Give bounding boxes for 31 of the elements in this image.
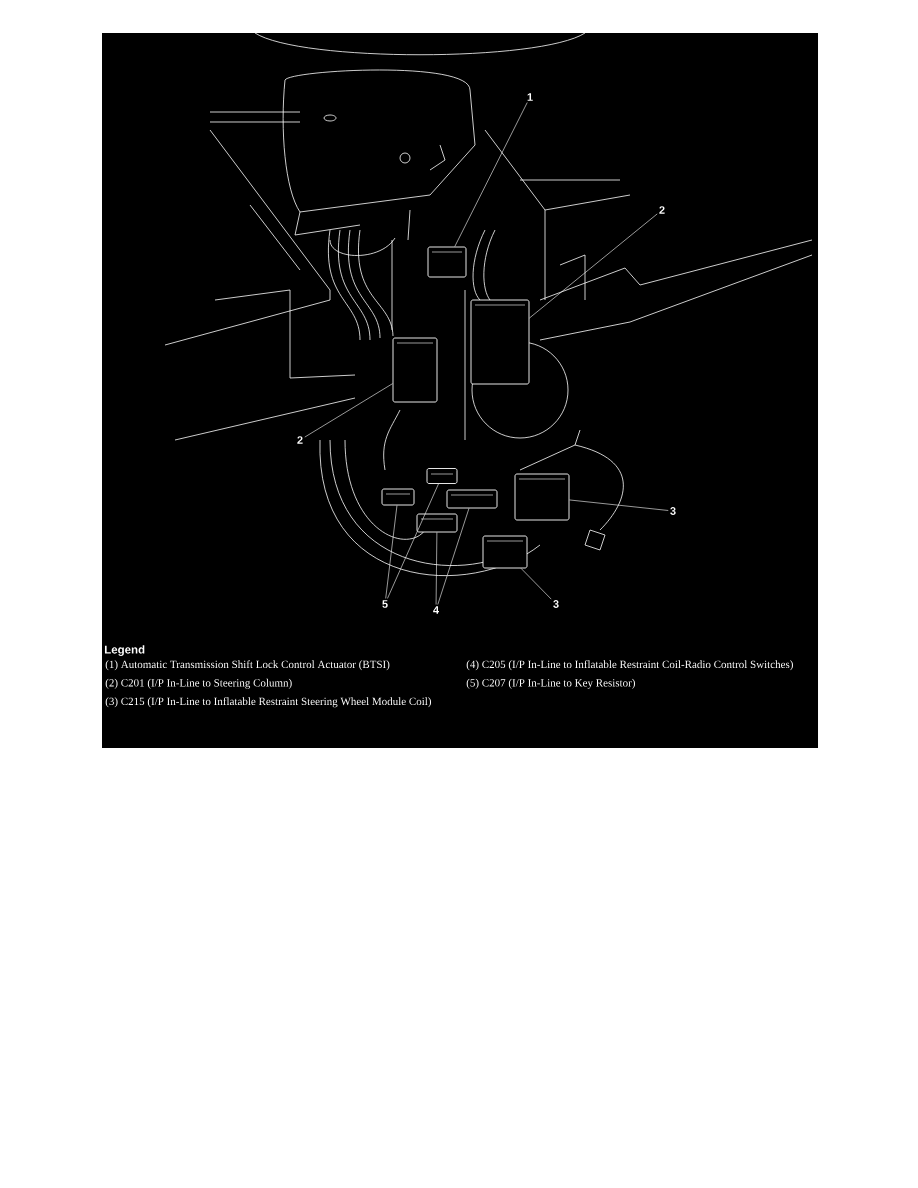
- callout-number: 3: [551, 598, 561, 610]
- leader-line: [387, 483, 439, 599]
- connector-drawing: [416, 513, 458, 533]
- connector-drawing: [426, 468, 458, 484]
- leader-line: [304, 383, 393, 438]
- callout-number: 4: [431, 604, 441, 616]
- leader-line: [435, 532, 438, 605]
- callout-number: 1: [525, 91, 535, 103]
- connector-drawing: [392, 337, 438, 403]
- legend-item: (4) C205 (I/P In-Line to Inflatable Restraint Coil-Radio Control Switches): [466, 660, 793, 671]
- connector-drawing: [482, 535, 528, 569]
- legend-item: (2) C201 (I/P In-Line to Steering Column): [105, 678, 292, 689]
- callout-number: 2: [295, 434, 305, 446]
- callout-number: 3: [668, 505, 678, 517]
- connector-drawing: [381, 488, 415, 506]
- connector-drawing: [514, 473, 570, 521]
- leader-line: [385, 505, 398, 599]
- actuator-drawing: [427, 246, 467, 278]
- legend-item: (1) Automatic Transmission Shift Lock Control Actuator (BTSI): [105, 660, 390, 671]
- legend-heading: Legend: [104, 645, 145, 656]
- callout-number: 5: [380, 598, 390, 610]
- leader-line: [529, 213, 658, 319]
- legend-item: (3) C215 (I/P In-Line to Inflatable Restraint Steering Wheel Module Coil): [105, 697, 431, 708]
- connector-drawing: [470, 299, 530, 385]
- leader-line: [454, 102, 528, 247]
- callout-number: 2: [657, 204, 667, 216]
- leader-line: [437, 508, 470, 605]
- connector-drawing: [446, 489, 498, 509]
- leader-line: [569, 499, 669, 511]
- legend-item: (5) C207 (I/P In-Line to Key Resistor): [466, 678, 635, 689]
- leader-line: [520, 568, 552, 600]
